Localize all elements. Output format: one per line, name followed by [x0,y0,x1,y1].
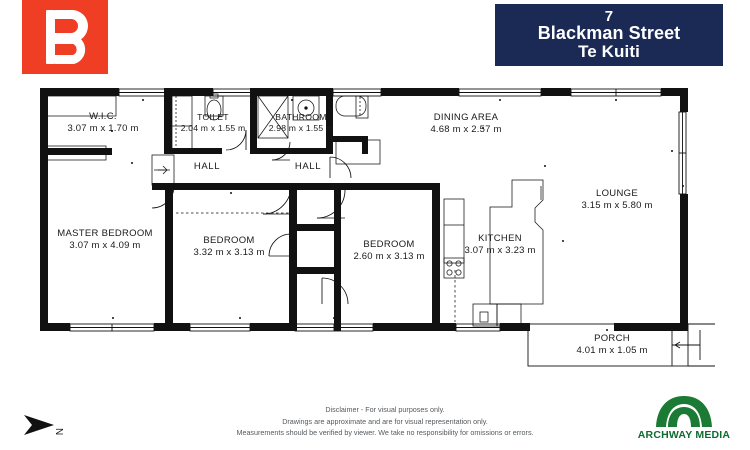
archway-media-wordmark: ARCHWAY MEDIA [637,429,731,441]
archway-logo-icon [655,396,713,428]
north-arrow-icon: N [20,408,76,442]
disclaimer-text: Disclaimer - For visual purposes only. D… [150,404,620,439]
disclaimer-line-2: Drawings are approximate and are for vis… [282,416,488,426]
address-number: 7 [604,7,614,25]
address-town: Te Kuiti [578,42,640,62]
address-banner: 7 Blackman Street Te Kuiti [495,4,723,66]
disclaimer-line-1: Disclaimer - For visual purposes only. [325,405,445,414]
disclaimer-line-3: Measurements should be verified by viewe… [236,428,534,438]
svg-text:N: N [53,428,64,435]
address-street: Blackman Street [537,23,681,44]
archway-media-logo: ARCHWAY MEDIA [626,396,742,446]
bullhorn-b-logo-icon [22,0,108,74]
